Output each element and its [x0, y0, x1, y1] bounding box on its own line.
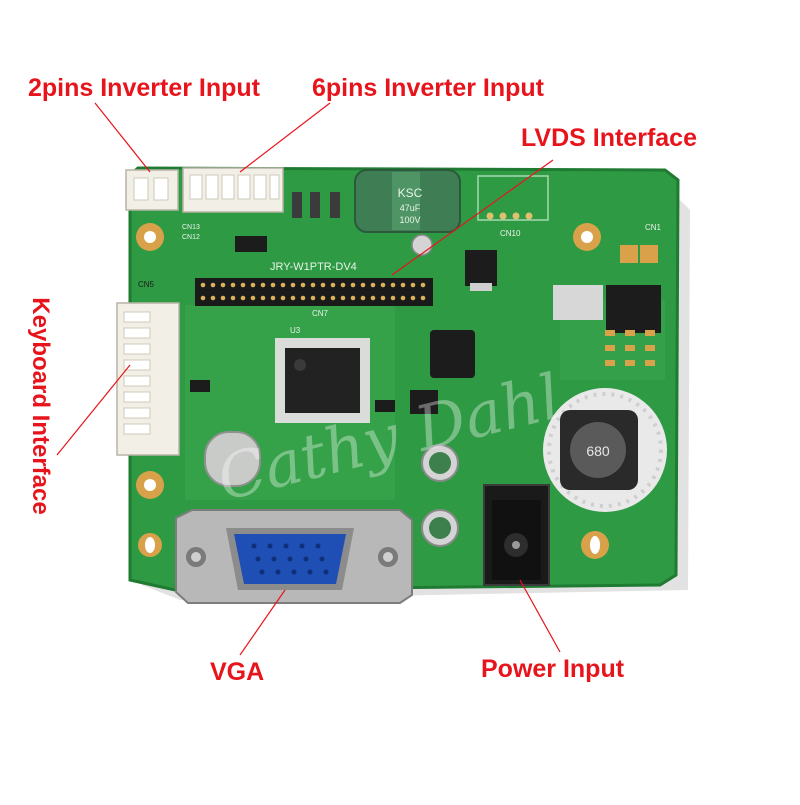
- callout-power-input: Power Input: [481, 655, 625, 683]
- two-pin-inverter-connector: [125, 169, 179, 211]
- mounting-hole: [136, 223, 164, 251]
- callout-line-lvds: [391, 159, 554, 276]
- electrolytic-capacitor: KSC 47uF 100V: [354, 169, 461, 233]
- inductor-code: 680: [586, 443, 610, 459]
- crystal-oscillator: [204, 431, 261, 487]
- callout-line-6pins: [239, 102, 331, 173]
- capacitor-voltage: 100V: [399, 215, 420, 225]
- vga-connector: [175, 509, 413, 604]
- main-controller-chip: U3: [275, 326, 370, 423]
- chip-label: U3: [290, 326, 301, 335]
- cn10-label: CN10: [500, 229, 521, 238]
- smd-components: [190, 192, 661, 414]
- capacitor-rating: 47uF: [400, 203, 421, 213]
- cn10-header: CN10: [477, 175, 549, 238]
- callout-lines: [56, 102, 561, 656]
- mounting-hole: [136, 471, 164, 499]
- cn7-label: CN7: [312, 309, 329, 318]
- gold-pads: [605, 245, 658, 366]
- power-inductor: 680: [543, 388, 667, 512]
- small-capacitors: [411, 234, 459, 547]
- callout-lvds-interface: LVDS Interface: [521, 124, 697, 152]
- callout-6pins-inverter-input: 6pins Inverter Input: [312, 74, 544, 102]
- lvds-pin-header: CN7: [195, 278, 433, 318]
- cn13-label: CN13: [182, 224, 200, 231]
- callout-2pins-inverter-input: 2pins Inverter Input: [28, 74, 260, 102]
- board-model: JRY-W1PTR-DV4: [270, 261, 357, 273]
- capacitor-brand: KSC: [398, 186, 423, 200]
- cn5-label: CN5: [138, 280, 155, 289]
- callout-line-keyboard: [56, 364, 131, 456]
- mounting-hole: [138, 533, 162, 557]
- cn12-label: CN12: [182, 234, 200, 241]
- dc-power-jack: [483, 484, 550, 586]
- six-pin-inverter-connector: [182, 167, 284, 213]
- mounting-hole: [581, 531, 609, 559]
- mounting-hole: [573, 223, 601, 251]
- keyboard-connector: CN5: [116, 280, 180, 456]
- cn1-label: CN1: [645, 223, 662, 232]
- callout-line-2pins: [94, 102, 151, 173]
- callout-keyboard-interface: Keyboard Interface: [27, 297, 54, 515]
- callout-line-power: [519, 579, 561, 653]
- callout-vga: VGA: [210, 658, 265, 686]
- callout-line-vga: [239, 589, 286, 656]
